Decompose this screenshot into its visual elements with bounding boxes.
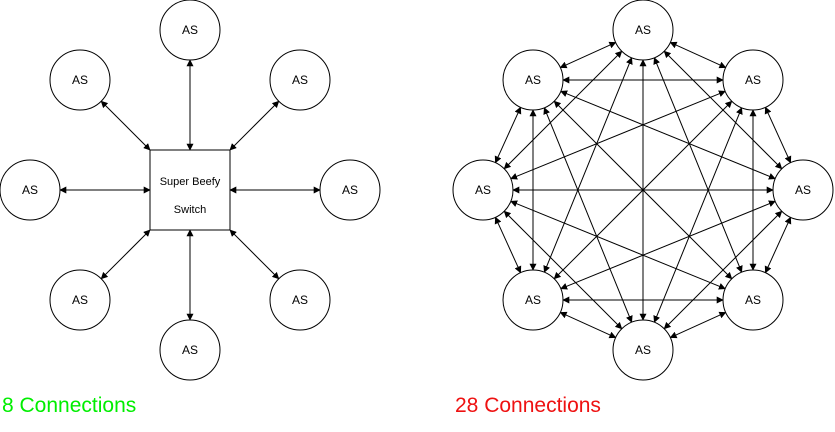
as-node-top: AS xyxy=(612,0,674,61)
as-node-bottom-left: AS xyxy=(49,269,111,331)
switch-label-line1: Super Beefy xyxy=(160,176,221,188)
as-node-label: AS xyxy=(525,73,541,87)
switch-label-line2: Switch xyxy=(174,204,206,216)
mesh-connection-arrow xyxy=(559,311,617,339)
switch-connection-arrow xyxy=(100,229,151,280)
switch-diagram: AS AS AS AS AS AS AS AS xyxy=(0,0,381,381)
as-node-bottom-right: AS xyxy=(269,269,331,331)
super-beefy-switch: Super Beefy Switch xyxy=(149,149,231,231)
mesh-connection-arrow xyxy=(764,106,792,164)
as-node-top-left: AS xyxy=(49,49,111,111)
mesh-connection-arrow xyxy=(543,107,633,323)
as-node-label: AS xyxy=(475,183,491,197)
as-node-label: AS xyxy=(292,73,308,87)
as-node-label: AS xyxy=(745,73,761,87)
as-node-label: AS xyxy=(22,183,38,197)
as-node-top-right: AS xyxy=(269,49,331,111)
as-node-bottom-left: AS xyxy=(502,269,564,331)
as-node-right: AS xyxy=(772,159,834,221)
switch-connection-arrow xyxy=(100,100,151,151)
as-node-bottom: AS xyxy=(612,319,674,381)
mesh-connections xyxy=(494,41,792,339)
as-node-bottom-right: AS xyxy=(722,269,784,331)
as-node-label: AS xyxy=(72,293,88,307)
mesh-connection-arrow xyxy=(669,311,727,339)
as-node-top-right: AS xyxy=(722,49,784,111)
as-node-top-left: AS xyxy=(502,49,564,111)
network-diagram: AS AS AS AS AS AS AS AS xyxy=(0,0,834,381)
as-node-label: AS xyxy=(292,293,308,307)
as-node-label: AS xyxy=(635,343,651,357)
mesh-connection-arrow xyxy=(669,41,727,69)
switch-connections xyxy=(59,59,321,321)
switch-connections-caption: 8 Connections xyxy=(2,394,137,417)
as-node-label: AS xyxy=(182,343,198,357)
as-node-label: AS xyxy=(525,293,541,307)
as-node-bottom: AS xyxy=(159,319,221,381)
as-node-label: AS xyxy=(72,73,88,87)
as-node-right: AS xyxy=(319,159,381,221)
as-node-top: AS xyxy=(159,0,221,61)
as-node-left: AS xyxy=(0,159,61,221)
switch-connection-arrow xyxy=(229,229,280,280)
as-node-label: AS xyxy=(795,183,811,197)
mesh-diagram: AS AS AS AS AS AS AS AS xyxy=(452,0,834,381)
mesh-connection-arrow xyxy=(764,216,792,274)
as-node-label: AS xyxy=(745,293,761,307)
mesh-connections-caption: 28 Connections xyxy=(455,394,601,417)
mesh-connection-arrow xyxy=(559,41,617,69)
as-node-label: AS xyxy=(635,23,651,37)
as-node-label: AS xyxy=(342,183,358,197)
mesh-connection-arrow xyxy=(494,216,522,274)
as-node-label: AS xyxy=(182,23,198,37)
mesh-connection-arrow xyxy=(494,106,522,164)
as-node-left: AS xyxy=(452,159,514,221)
switch-connection-arrow xyxy=(229,100,280,151)
